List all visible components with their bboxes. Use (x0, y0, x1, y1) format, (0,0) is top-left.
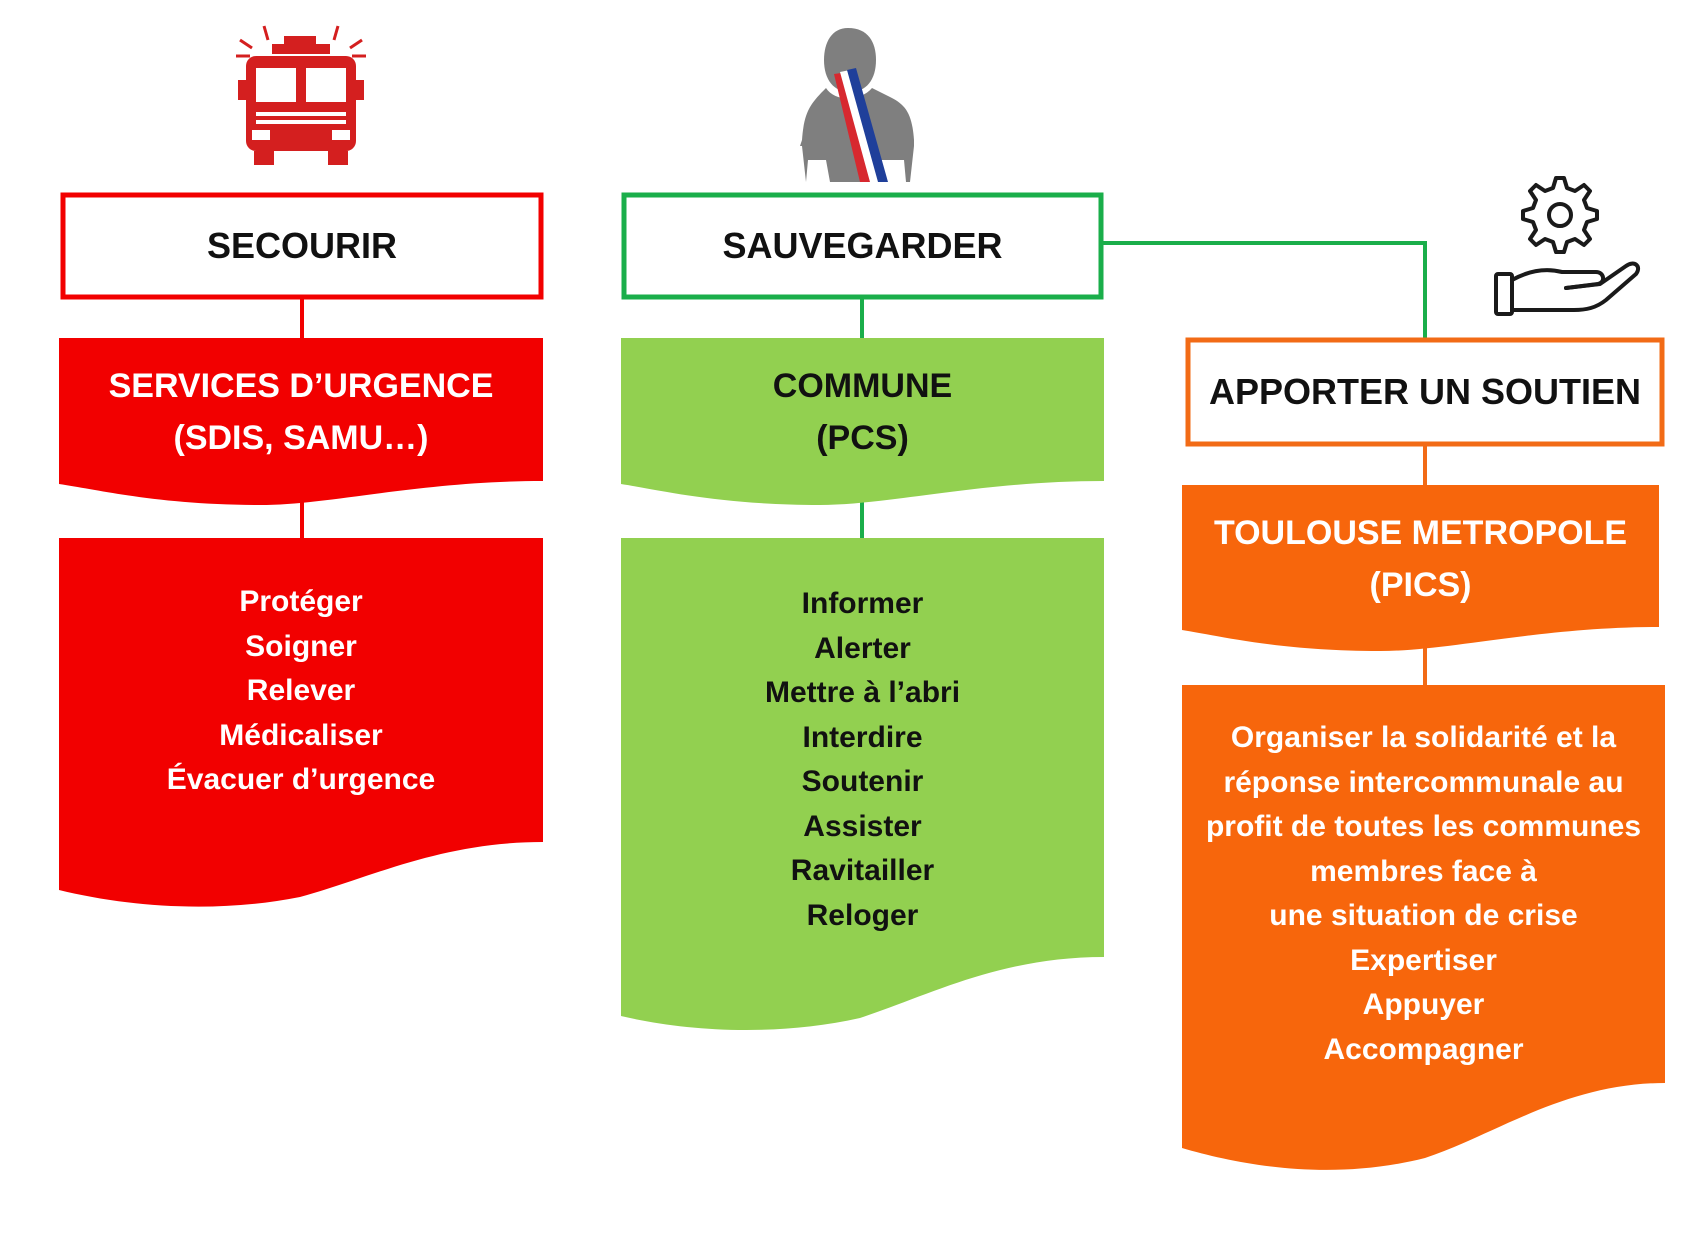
actor-line: (PCS) (816, 419, 909, 457)
list-item: profit de toutes les communes (1205, 810, 1642, 843)
fire-truck-icon (236, 25, 366, 165)
box-apporter-soutien (1185, 337, 1665, 447)
list-item: Soigner (245, 629, 357, 663)
doc-tasks-secourir (59, 538, 543, 907)
gear-in-hand-icon (1494, 176, 1641, 316)
doc-tasks-sauvegarder (621, 538, 1104, 1031)
mayor-with-sash-icon (800, 28, 914, 182)
list-item: Médicaliser (219, 718, 383, 752)
connector-sauvegarder-soutien (1101, 241, 1427, 338)
list-item: Mettre à l’abri (764, 676, 961, 709)
actor-line: COMMUNE (772, 367, 953, 405)
list-item: membres face à (1310, 854, 1537, 888)
list-item: Assister (803, 809, 922, 843)
actor-line: (SDIS, SAMU…) (173, 419, 429, 457)
apporter-soutien-label: APPORTER UN SOUTIEN (1208, 371, 1642, 412)
secourir-label: SECOURIR (206, 225, 398, 266)
list-item: Reloger (806, 898, 919, 932)
list-item: Relever (246, 674, 356, 707)
list-item: Ravitailler (790, 854, 935, 887)
box-sauvegarder (621, 192, 1104, 300)
doc-commune (621, 338, 1104, 505)
box-secourir (60, 192, 544, 300)
list-item: réponse intercommunale au (1223, 765, 1624, 799)
list-item: Informer (801, 587, 924, 620)
list-item: Protéger (239, 585, 363, 618)
list-item: Évacuer d’urgence (166, 763, 436, 796)
actor-line: TOULOUSE METROPOLE (1213, 514, 1628, 552)
tasks-list-secourir: Protéger Soigner Relever Médicaliser Éva… (59, 580, 543, 803)
list-item: Accompagner (1323, 1032, 1524, 1066)
services-urgence-title: SERVICES D’URGENCE (SDIS, SAMU…) (59, 360, 543, 464)
connectors (300, 241, 1427, 685)
list-item: Soutenir (801, 765, 924, 798)
list-item: une situation de crise (1269, 899, 1578, 932)
doc-services-urgence (59, 338, 543, 505)
list-item: Organiser la solidarité et la (1230, 721, 1617, 754)
doc-tasks-soutien (1182, 685, 1665, 1170)
list-item: Appuyer (1362, 988, 1485, 1021)
tasks-list-sauvegarder: Informer Alerter Mettre à l’abri Interdi… (621, 582, 1104, 938)
toulouse-metropole-title: TOULOUSE METROPOLE (PICS) (1182, 507, 1659, 611)
tasks-list-soutien: Organiser la solidarité et la réponse in… (1182, 716, 1665, 1072)
commune-title: COMMUNE (PCS) (621, 360, 1104, 464)
actor-line: (PICS) (1369, 566, 1472, 604)
actor-line: SERVICES D’URGENCE (108, 367, 494, 405)
list-item: Interdire (802, 720, 923, 754)
list-item: Expertiser (1350, 943, 1497, 977)
list-item: Alerter (814, 631, 911, 665)
sauvegarder-label: SAUVEGARDER (722, 225, 1003, 266)
doc-toulouse-metropole (1182, 485, 1659, 651)
